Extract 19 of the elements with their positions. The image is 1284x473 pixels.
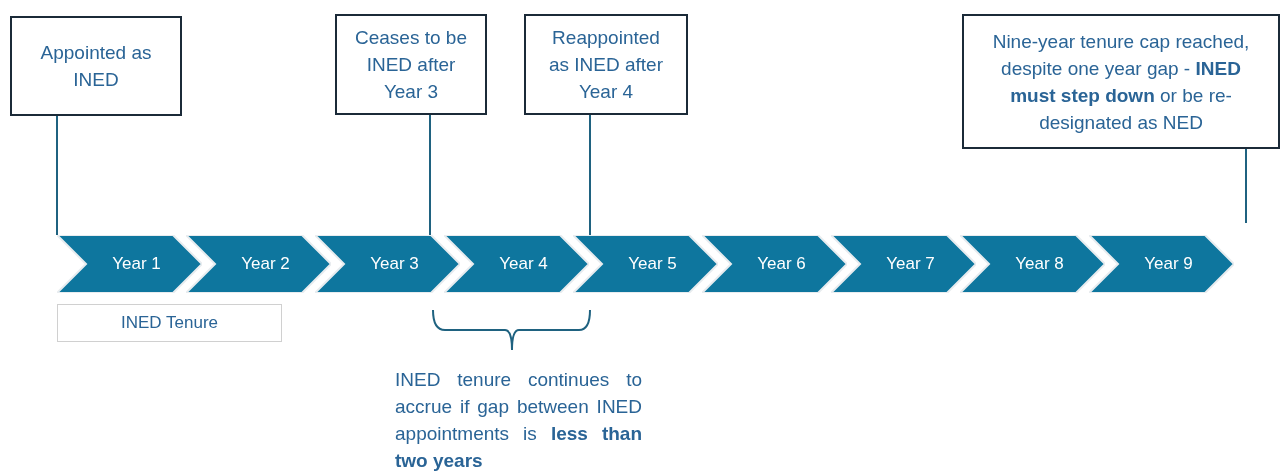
timeline-segment: Year 2 — [186, 235, 331, 293]
callout-box: Ceases to be INED after Year 3 — [335, 14, 487, 115]
callout-box: Nine-year tenure cap reached, despite one year gap - INED must step down or be re-designated as NED — [962, 14, 1280, 149]
timeline-segment: Year 8 — [960, 235, 1105, 293]
tenure-bar: INED Tenure — [57, 304, 282, 342]
timeline-segment: Year 7 — [831, 235, 976, 293]
timeline-segment: Year 9 — [1089, 235, 1234, 293]
leader-line — [429, 114, 431, 236]
timeline-segment: Year 5 — [573, 235, 718, 293]
leader-line — [1245, 148, 1247, 224]
timeline-segment: Year 1 — [57, 235, 202, 293]
note-text: INED tenure continues to accrue if gap between INED appointments is less than two years — [395, 368, 642, 473]
timeline-segment: Year 6 — [702, 235, 847, 293]
leader-line — [56, 115, 58, 236]
timeline-segment: Year 4 — [444, 235, 589, 293]
leader-line — [589, 114, 591, 236]
timeline-segment: Year 3 — [315, 235, 460, 293]
callout-box: Reappointed as INED after Year 4 — [524, 14, 688, 115]
callout-box: Appointed as INED — [10, 16, 182, 116]
